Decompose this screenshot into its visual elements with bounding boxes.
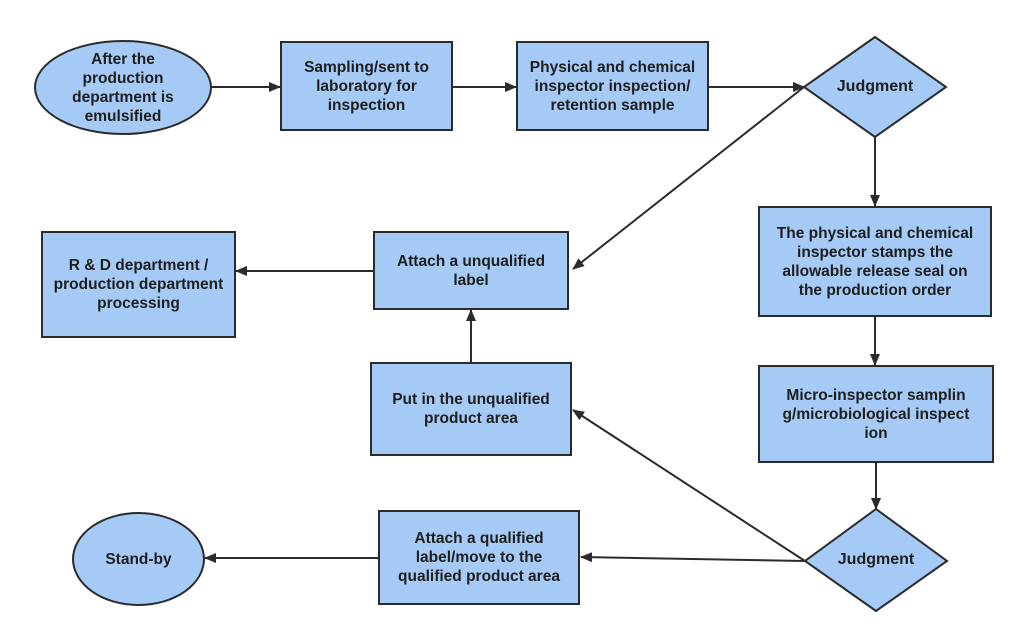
attach-unqualified-node: Attach a unqualified label xyxy=(373,231,569,310)
physical-inspection-label: Physical and chemical inspector inspecti… xyxy=(529,58,696,114)
attach-qualified-label: Attach a qualified label/move to the qua… xyxy=(398,530,560,585)
arrow-judgment-to-qualified xyxy=(580,552,806,563)
rd-processing-node: R & D department / production department… xyxy=(41,231,236,338)
unqualified-area-label: Put in the unqualified product area xyxy=(392,391,550,427)
rd-processing-label: R & D department / production department… xyxy=(53,257,224,312)
judgment-bottom-diamond xyxy=(803,507,949,613)
start-node-label: After the production department is emuls… xyxy=(72,50,174,125)
micro-inspection-label: Micro-inspector sampling/microbiological… xyxy=(782,386,970,442)
start-node: After the production department is emuls… xyxy=(34,40,212,135)
standby-label: Stand-by xyxy=(105,550,172,568)
unqualified-area-node: Put in the unqualified product area xyxy=(370,362,572,456)
sampling-node-label: Sampling/sent to laboratory for inspecti… xyxy=(304,58,429,114)
micro-inspection-node: Micro-inspector sampling/microbiological… xyxy=(758,365,994,463)
judgment-top-label: Judgment xyxy=(836,78,914,95)
sampling-node: Sampling/sent to laboratory for inspecti… xyxy=(280,41,453,131)
stamp-release-label: The physical and chemical inspector stam… xyxy=(776,224,974,299)
arrow-judgment-to-unqualified-area xyxy=(572,409,806,562)
stamp-release-node: The physical and chemical inspector stam… xyxy=(758,206,992,317)
arrow-judgment-to-unqualified-label xyxy=(572,86,805,270)
attach-qualified-node: Attach a qualified label/move to the qua… xyxy=(378,510,580,605)
standby-node: Stand-by xyxy=(72,512,205,606)
physical-inspection-node: Physical and chemical inspector inspecti… xyxy=(516,41,709,131)
attach-unqualified-label: Attach a unqualified label xyxy=(396,252,546,289)
judgment-bottom-label: Judgment xyxy=(837,551,915,568)
